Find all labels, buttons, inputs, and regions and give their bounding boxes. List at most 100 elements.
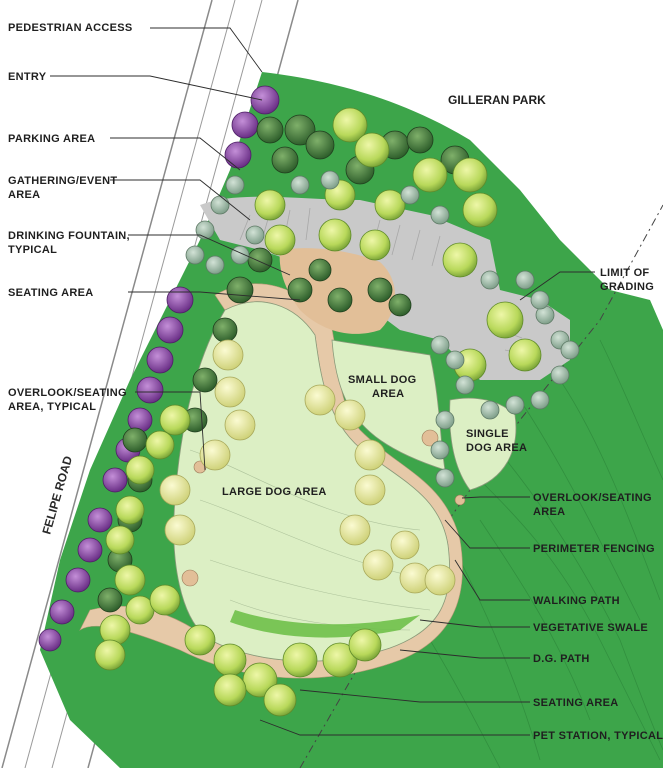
tree-canopy <box>94 639 126 671</box>
tree-canopy <box>334 399 366 431</box>
tree-canopy <box>184 624 216 656</box>
tree-canopy <box>256 116 284 144</box>
label-seating-area-top: SEATING AREA <box>8 287 94 299</box>
tree-canopy <box>213 643 247 677</box>
tree-canopy <box>164 514 196 546</box>
label-seating-area-bottom: SEATING AREA <box>533 697 619 709</box>
grading-contours <box>429 339 663 768</box>
tree-canopy <box>550 365 570 385</box>
tree-canopy <box>212 317 238 343</box>
tree-canopy <box>430 205 450 225</box>
tree-canopy <box>359 229 391 261</box>
tree-canopy <box>406 126 434 154</box>
tree-canopy <box>400 185 420 205</box>
tree-canopy <box>250 85 280 115</box>
overlook-seating-circles <box>181 429 466 587</box>
tree-canopy <box>354 132 390 168</box>
label-walking-path: WALKING PATH <box>533 595 620 607</box>
tree-canopy <box>508 338 542 372</box>
tree-canopy <box>530 290 550 310</box>
tree-canopy <box>159 474 191 506</box>
tree-canopy <box>247 247 273 273</box>
tree-canopy <box>327 287 353 313</box>
tree-canopy <box>264 224 296 256</box>
tree-canopy <box>390 530 420 560</box>
tree-canopy <box>166 286 194 314</box>
tree-canopy <box>230 245 250 265</box>
tree-canopy <box>87 507 113 533</box>
tree-canopy <box>125 455 155 485</box>
label-overlook-seating-right: OVERLOOK/SEATING AREA <box>533 492 655 518</box>
tree-canopy <box>486 301 524 339</box>
label-perimeter-fencing: PERIMETER FENCING <box>533 543 655 555</box>
tree-canopy <box>320 170 340 190</box>
tree-canopy <box>38 628 62 652</box>
tree-canopy <box>224 409 256 441</box>
tree-canopy <box>226 276 254 304</box>
tree-canopy <box>245 225 265 245</box>
tree-canopy <box>430 440 450 460</box>
tree-canopy <box>102 467 128 493</box>
label-dg-path: D.G. PATH <box>533 653 590 665</box>
tree-canopy <box>105 525 135 555</box>
leader-lines <box>50 27 595 736</box>
tree-canopy <box>435 468 455 488</box>
tree-canopy <box>195 220 215 240</box>
label-pedestrian-access: PEDESTRIAN ACCESS <box>8 22 133 34</box>
tree-canopy <box>530 390 550 410</box>
tree-canopy <box>156 316 184 344</box>
tree-canopy <box>354 439 386 471</box>
tree-canopy <box>210 195 230 215</box>
tree-canopy <box>348 628 382 662</box>
tree-canopy <box>146 346 174 374</box>
right-labels: LIMIT OF GRADING OVERLOOK/SEATING AREA P… <box>533 267 663 742</box>
tree-canopy <box>225 175 245 195</box>
tree-canopy <box>304 384 336 416</box>
tree-canopy <box>231 111 259 139</box>
tree-canopy <box>362 549 394 581</box>
tree-canopy <box>192 367 218 393</box>
label-single-dog-area: SINGLE DOG AREA <box>466 428 527 454</box>
tree-canopy <box>271 146 299 174</box>
tree-canopy <box>136 376 164 404</box>
tree-canopy <box>145 430 175 460</box>
label-parking-area: PARKING AREA <box>8 133 95 145</box>
tree-canopy <box>205 255 225 275</box>
tree-canopy <box>480 270 500 290</box>
tree-canopy <box>77 537 103 563</box>
tree-canopy <box>374 189 406 221</box>
tree-canopy <box>282 642 318 678</box>
tree-canopy <box>354 474 386 506</box>
label-pet-station: PET STATION, TYPICAL <box>533 730 663 742</box>
tree-canopy <box>305 130 335 160</box>
tree-canopy <box>430 335 450 355</box>
label-large-dog-area: LARGE DOG AREA <box>222 486 327 498</box>
tree-canopy <box>445 350 465 370</box>
tree-canopy <box>254 189 286 221</box>
tree-canopy <box>214 376 246 408</box>
label-drinking-fountain: DRINKING FOUNTAIN, TYPICAL <box>8 230 133 256</box>
left-labels: PEDESTRIAN ACCESS ENTRY PARKING AREA GAT… <box>8 22 133 413</box>
tree-canopy <box>515 270 535 290</box>
label-small-dog-area: SMALL DOG AREA <box>348 374 420 400</box>
tree-canopy <box>322 642 358 678</box>
tree-canopy <box>560 340 580 360</box>
tree-canopy <box>114 564 146 596</box>
tree-canopy <box>122 427 148 453</box>
tree-canopy <box>412 157 448 193</box>
label-limit-of-grading: LIMIT OF GRADING <box>600 267 654 293</box>
tree-canopy <box>213 673 247 707</box>
tree-canopy <box>199 439 231 471</box>
tree-canopy <box>224 141 252 169</box>
tree-canopy <box>284 114 316 146</box>
label-entry: ENTRY <box>8 71 47 83</box>
tree-canopy <box>367 277 393 303</box>
label-gilleran-park: GILLERAN PARK <box>448 93 546 107</box>
tree-canopy <box>505 395 525 415</box>
tree-canopy <box>435 410 455 430</box>
label-gathering-event-area: GATHERING/EVENT AREA <box>8 175 121 201</box>
label-vegetative-swale: VEGETATIVE SWALE <box>533 622 648 634</box>
tree-canopy <box>318 218 352 252</box>
tree-canopy <box>332 107 368 143</box>
